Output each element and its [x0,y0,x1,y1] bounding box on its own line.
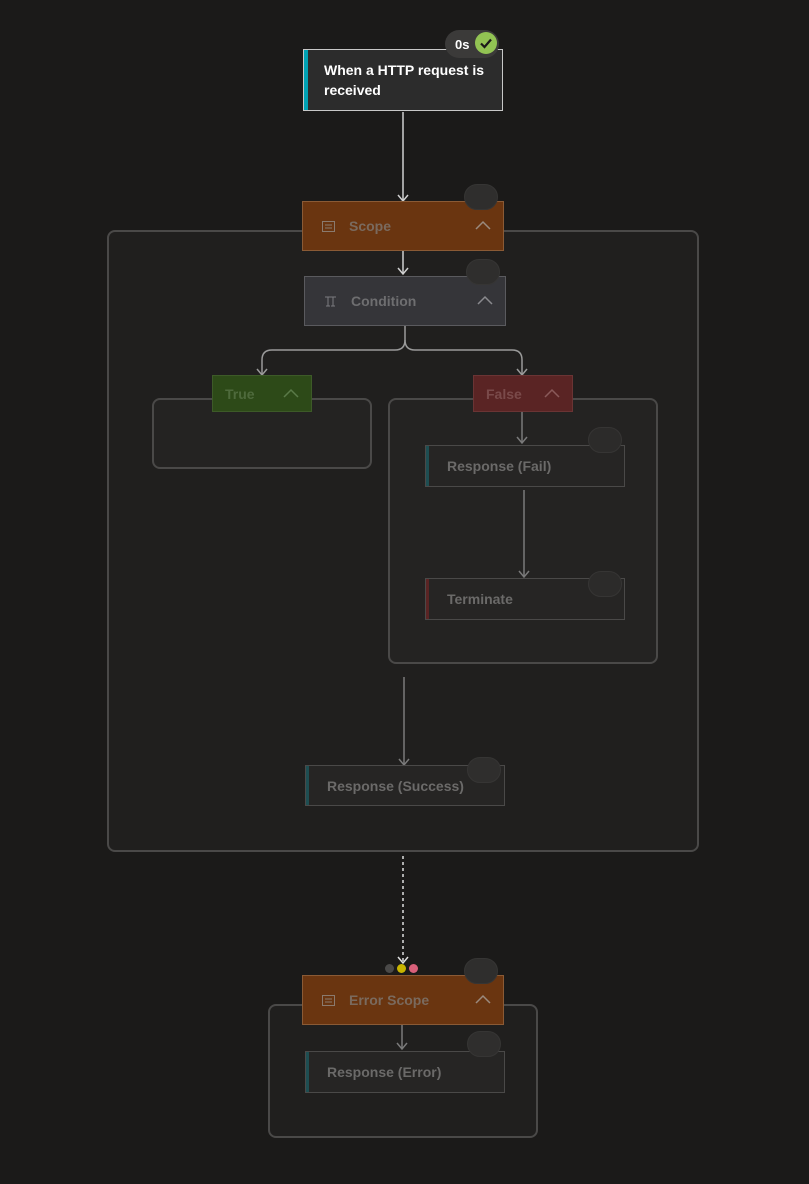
scope-title: Scope [349,218,392,234]
scope-icon [321,219,335,233]
response-fail-title: Response (Fail) [447,458,552,474]
response-success-title: Response (Success) [327,777,464,794]
trigger-title: When a HTTP request is received [324,62,484,98]
trigger-card[interactable]: When a HTTP request is received [303,49,503,111]
response-error-title: Response (Error) [327,1064,442,1080]
terminate-accent-stripe [426,579,429,619]
condition-to-true-arrow [261,326,406,375]
error-scope-status-badge [464,958,498,984]
response-accent-stripe [426,446,429,486]
terminate-title: Terminate [447,591,513,607]
response-success-status-badge [467,757,501,783]
response-error-card[interactable]: Response (Error) [305,1051,505,1093]
condition-icon [323,294,337,308]
condition-card[interactable]: Condition [304,276,506,326]
trigger-accent-stripe [304,50,308,110]
collapse-chevron-icon[interactable] [283,388,299,398]
response-fail-status-badge [588,427,622,453]
response-fail-card[interactable]: Response (Fail) [425,445,625,487]
false-branch-label: False [486,385,522,402]
true-branch-pill[interactable]: True [212,375,312,412]
error-scope-card[interactable]: Error Scope [302,975,504,1025]
run-after-timeout-dot [397,964,406,973]
response-accent-stripe [306,1052,309,1092]
scope-status-badge [464,184,498,210]
run-after-indicator [385,963,421,974]
collapse-chevron-icon[interactable] [544,388,560,398]
run-after-failed-dot [409,964,418,973]
condition-to-false-arrow [404,339,523,375]
true-branch-label: True [225,385,255,402]
runtime-label: 0s [455,36,470,52]
false-branch-pill[interactable]: False [473,375,573,412]
collapse-chevron-icon[interactable] [477,295,493,305]
success-check-icon [475,32,497,54]
run-after-skipped-dot [385,964,394,973]
condition-title: Condition [351,293,417,309]
scope-icon [321,993,335,1007]
condition-status-badge [466,259,500,285]
collapse-chevron-icon[interactable] [475,220,491,230]
collapse-chevron-icon[interactable] [475,994,491,1004]
response-accent-stripe [306,766,309,805]
error-scope-title: Error Scope [349,992,430,1008]
terminate-status-badge [588,571,622,597]
scope-card[interactable]: Scope [302,201,504,251]
response-error-status-badge [467,1031,501,1057]
runtime-badge: 0s [445,30,499,58]
